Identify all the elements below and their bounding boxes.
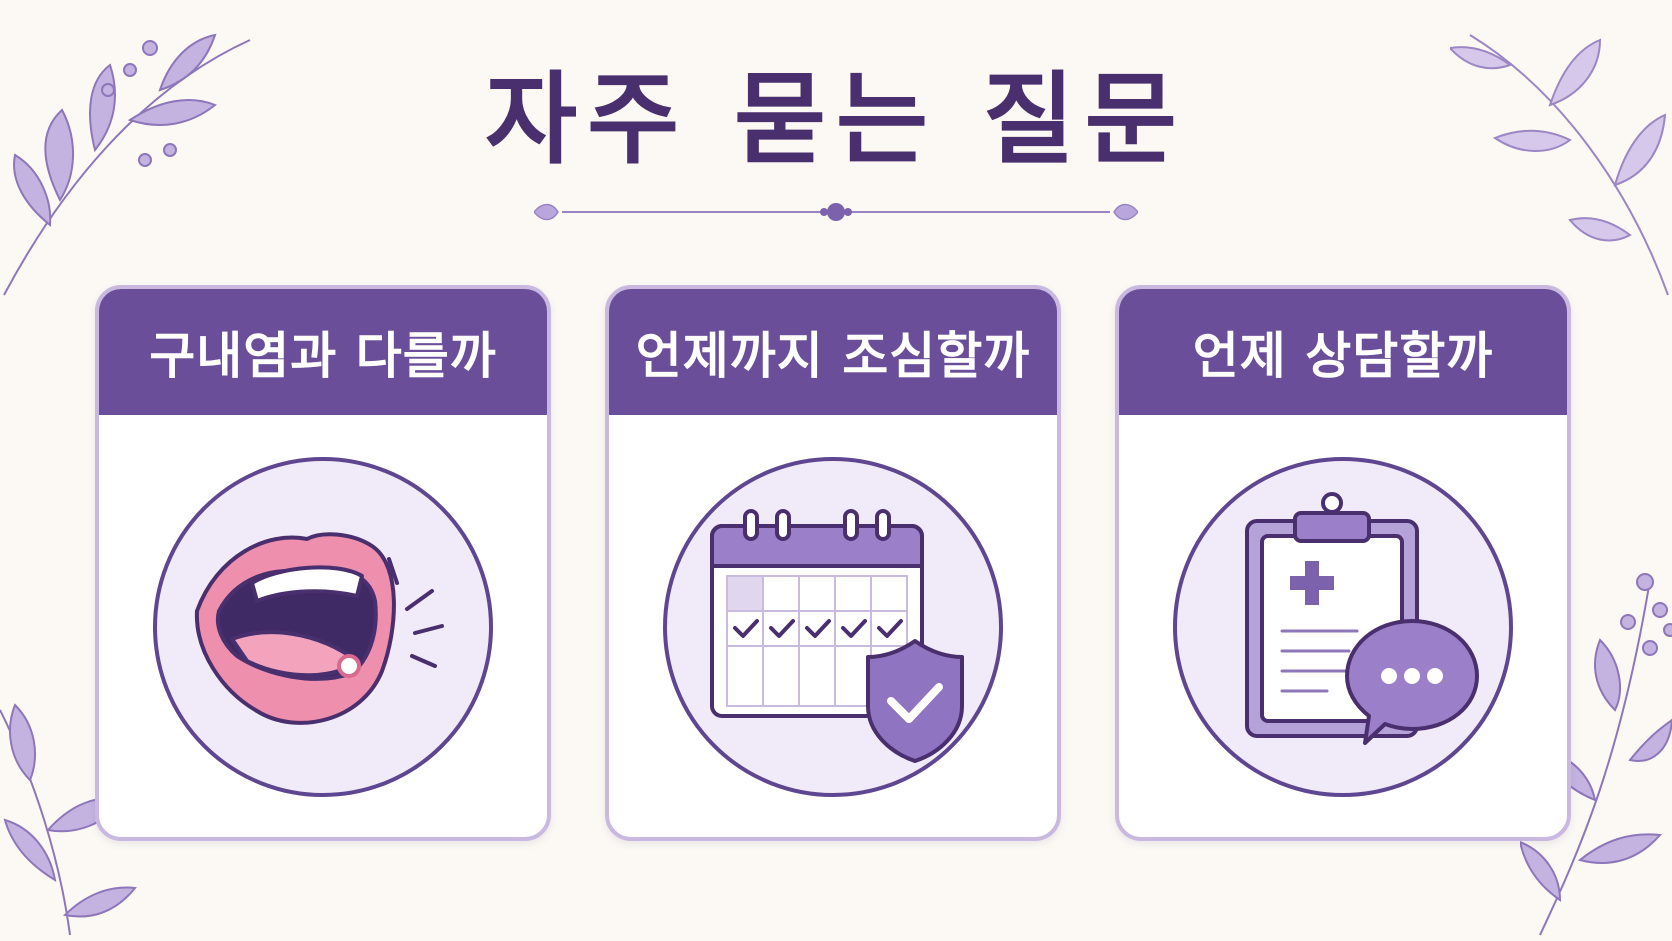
page-title: 자주 묻는 질문 — [485, 61, 1187, 178]
card-icon-circle — [663, 457, 1003, 797]
faq-card-caution-period[interactable]: 언제까지 조심할까 — [605, 285, 1061, 841]
leaf-branch-bottom-right-decoration — [1520, 573, 1672, 936]
calendar-shield-icon — [710, 509, 964, 763]
card-icon-circle — [1173, 457, 1513, 797]
card-header: 언제 상담할까 — [1119, 289, 1567, 415]
clipboard-chat-icon — [1245, 492, 1479, 745]
card-icon-circle — [153, 457, 493, 797]
leaf-branch-top-left-decoration — [3, 33, 251, 296]
faq-card-oral-ulcer[interactable]: 구내염과 다를까 — [95, 285, 551, 841]
card-label: 언제까지 조심할까 — [635, 327, 1031, 385]
leaf-branch-bottom-left-decoration — [0, 703, 137, 936]
card-label: 언제 상담할까 — [1192, 327, 1494, 385]
card-header: 구내염과 다를까 — [99, 289, 547, 415]
mouth-ulcer-icon — [194, 532, 444, 725]
card-label: 구내염과 다를까 — [149, 327, 497, 385]
leaf-branch-top-right-decoration — [1450, 34, 1669, 296]
faq-card-consultation[interactable]: 언제 상담할까 — [1115, 285, 1571, 841]
title-divider-ornament — [534, 203, 1138, 221]
card-header: 언제까지 조심할까 — [609, 289, 1057, 415]
